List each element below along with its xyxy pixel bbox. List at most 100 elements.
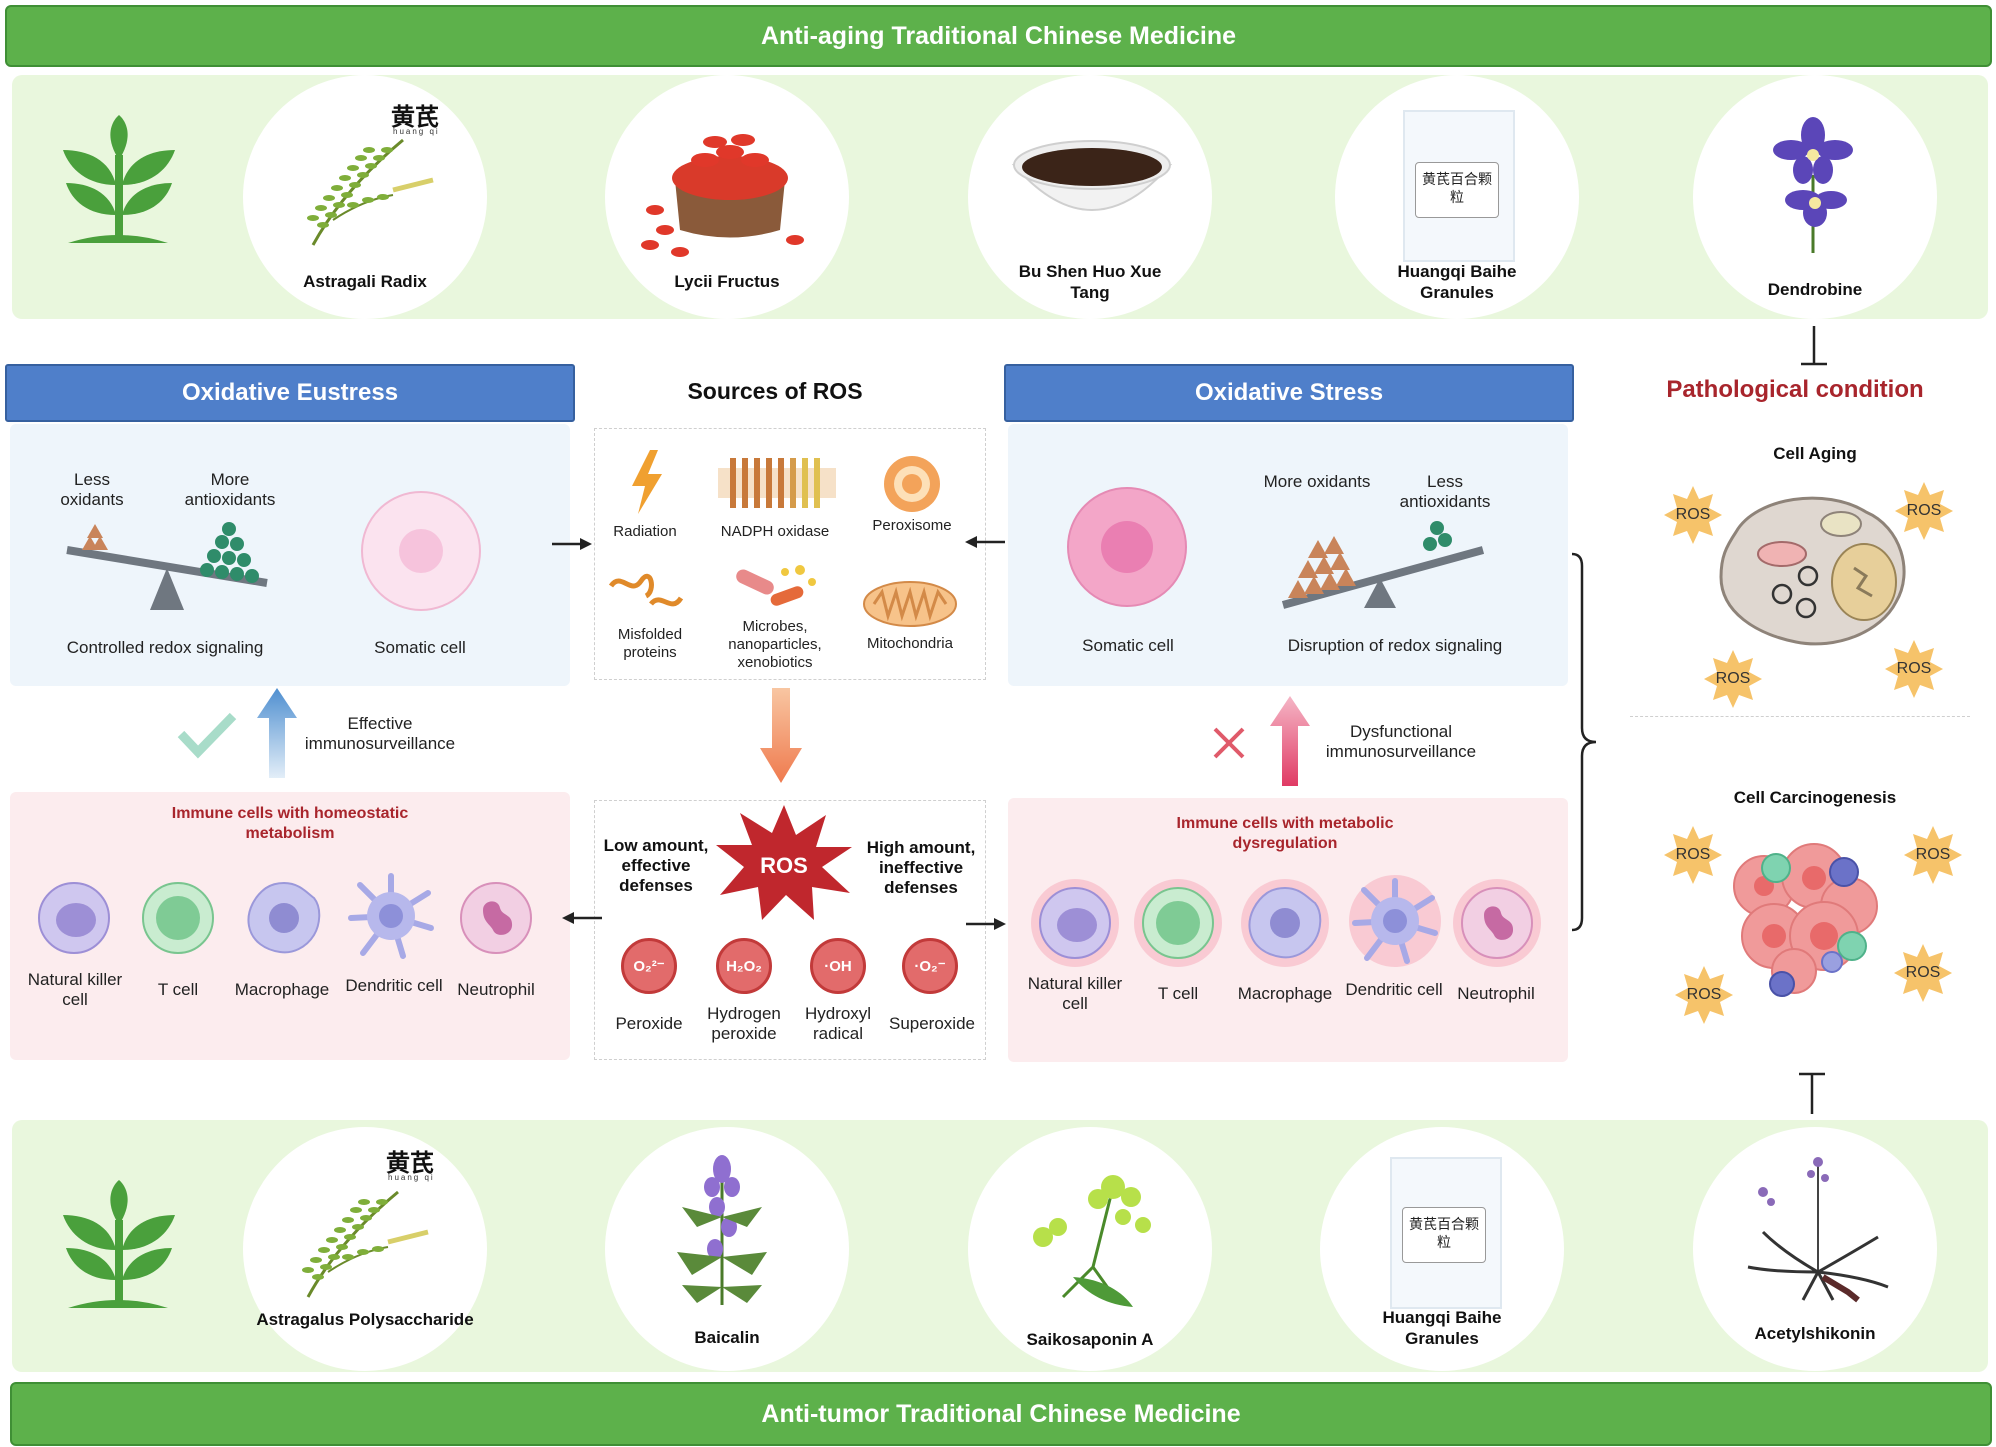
hydrogen-peroxide-species: H₂O₂ [716, 938, 772, 994]
macrophage-dysregulated-icon [1241, 879, 1329, 967]
top-title-bar: Anti-aging Traditional Chinese Medicine [5, 5, 1992, 67]
ros-star-icon: ROS [1675, 966, 1733, 1024]
herb-label: Baicalin [694, 1328, 760, 1347]
misfolded-proteins-icon [608, 573, 684, 607]
granule-pack-label: 黄芪百合颗粒 [1415, 162, 1499, 218]
more-antioxidants-label: More antioxidants [184, 470, 276, 509]
nk-cell-dysregulated-icon [1031, 879, 1119, 967]
goji-berries-icon [641, 134, 804, 257]
stress-header: Oxidative Stress [1004, 364, 1574, 422]
hydroxyl-radical-label: Hydroxyl radical [804, 1004, 872, 1043]
arrow-left-icon [562, 912, 602, 924]
aging-cell-icon [1719, 496, 1906, 646]
dendritic-cell-icon [348, 873, 434, 959]
soup-bowl-icon [1011, 140, 1173, 211]
macrophage-icon [247, 881, 321, 954]
herb-acetylshikonin: Acetylshikonin [1693, 1127, 1937, 1371]
herb-label: Huangqi Baihe Granules [1382, 1308, 1502, 1348]
ros-star-icon: ROS [1895, 482, 1953, 540]
herb-label: Astragali Radix [303, 272, 427, 291]
controlled-redox-label: Controlled redox signaling [66, 638, 264, 657]
superoxide-species: ·O₂⁻ [902, 938, 958, 994]
ros-star-icon: ROS [1664, 826, 1722, 884]
hydroxyl-radical-species: ·OH [810, 938, 866, 994]
source-peroxisome: Peroxisome [872, 517, 952, 534]
up-arrow-icon [257, 688, 297, 778]
astragalus-illustration-icon [302, 1190, 429, 1298]
cell-label-t-stress: T cell [1157, 984, 1199, 1003]
cell-label-nk: Natural killer cell [27, 970, 123, 1009]
dysfunctional-surveillance-label: Dysfunctional immunosurveillance [1325, 722, 1477, 761]
herb-bu-shen-huo-xue-tang: Bu Shen Huo Xue Tang [968, 75, 1212, 319]
bottom-title-bar: Anti-tumor Traditional Chinese Medicine [10, 1382, 1992, 1446]
herb-dendrobine: Dendrobine [1693, 75, 1937, 319]
herb-huangqi-baihe-granules: 黄芪百合颗粒 Huangqi Baihe Granules [1335, 75, 1579, 319]
cell-label-dendritic: Dendritic cell [345, 976, 443, 995]
herb-label: Lycii Fructus [674, 272, 780, 291]
arrow-right-icon [966, 918, 1006, 930]
herb-label: Saikosaponin A [1026, 1330, 1154, 1349]
cell-aging-title: Cell Aging [1773, 444, 1857, 463]
neutrophil-dysregulated-icon [1453, 879, 1541, 967]
granule-pack-icon: 黄芪百合颗粒 [1390, 1157, 1502, 1309]
inhibit-bar-icon [1799, 1072, 1825, 1114]
t-cell-dysregulated-icon [1134, 879, 1222, 967]
bracket-icon [1571, 552, 1597, 932]
microbes-icon [736, 565, 816, 606]
effective-surveillance-label: Effective immunosurveillance [304, 714, 456, 753]
tumor-cells-icon [1733, 843, 1878, 997]
lithospermum-plant-icon [1747, 1157, 1889, 1303]
herb-label: Acetylshikonin [1754, 1324, 1876, 1343]
eustress-title: Oxidative Eustress [181, 379, 399, 406]
sources-title: Sources of ROS [687, 378, 863, 404]
ros-burst-icon [716, 805, 852, 920]
ros-box [594, 800, 986, 1060]
source-misfolded: Misfolded proteins [617, 626, 683, 661]
herb-label: Astragalus Polysaccharide [256, 1310, 474, 1329]
inhibit-bar-icon [1801, 326, 1827, 366]
granule-pack-label: 黄芪百合颗粒 [1402, 1207, 1486, 1263]
somatic-cell-label: Somatic cell [374, 638, 466, 657]
stress-title: Oxidative Stress [1194, 379, 1384, 406]
low-amount-label: Low amount, effective defenses [603, 836, 709, 895]
less-antioxidants-label: Less antioxidants [1399, 472, 1491, 511]
herb-huangqi-baihe-granules-bottom: 黄芪百合颗粒 Huangqi Baihe Granules [1320, 1127, 1564, 1371]
bupleurum-plant-icon [1033, 1175, 1151, 1307]
astragalus-illustration-icon [307, 138, 434, 246]
herb-label: Huangqi Baihe Granules [1397, 262, 1517, 302]
herb-label: Dendrobine [1767, 280, 1863, 299]
herb-lycii-fructus: Lycii Fructus [605, 75, 849, 319]
arrow-right-icon [552, 538, 592, 550]
granule-pack-icon: 黄芪百合颗粒 [1403, 110, 1515, 262]
cross-icon [1213, 727, 1245, 759]
more-oxidants-label: More oxidants [1263, 472, 1371, 491]
somatic-cell-stressed-icon [1067, 487, 1187, 607]
herb-astragali-radix: 黄芪 huang qi Astragali Radix [243, 75, 487, 319]
pathology-divider [1630, 716, 1970, 717]
orchid-flower-icon [1773, 117, 1853, 253]
t-cell-icon [142, 882, 214, 954]
arrow-left-icon [965, 536, 1005, 548]
down-arrow-icon [760, 688, 802, 783]
up-arrow-pink-icon [1270, 696, 1310, 786]
plant-icon [63, 115, 175, 243]
less-oxidants-label: Less oxidants [60, 470, 124, 509]
astragalus-chinese-text: 黄芪 [386, 1148, 434, 1177]
skullcap-plant-icon [677, 1155, 767, 1305]
cell-label-macrophage: Macrophage [234, 980, 330, 999]
pathology-title: Pathological condition [1666, 376, 1924, 403]
cell-label-dendritic-stress: Dendritic cell [1345, 980, 1443, 999]
source-mitochondria: Mitochondria [867, 635, 953, 652]
dendritic-cell-dysregulated-icon [1349, 875, 1441, 967]
somatic-cell-icon [361, 491, 481, 611]
cell-label-macrophage-stress: Macrophage [1237, 984, 1333, 1003]
ros-burst-label: ROS [760, 853, 808, 878]
somatic-cell-label-stress: Somatic cell [1082, 636, 1174, 655]
astragalus-pinyin-text: huang qi [393, 127, 440, 136]
check-icon [177, 712, 237, 759]
peroxide-label: Peroxide [615, 1014, 683, 1033]
cell-label-neutrophil: Neutrophil [457, 980, 535, 999]
source-microbes: Microbes, nanoparticles, xenobiotics [728, 618, 822, 671]
source-radiation: Radiation [613, 523, 677, 540]
mitochondria-icon [863, 581, 957, 627]
